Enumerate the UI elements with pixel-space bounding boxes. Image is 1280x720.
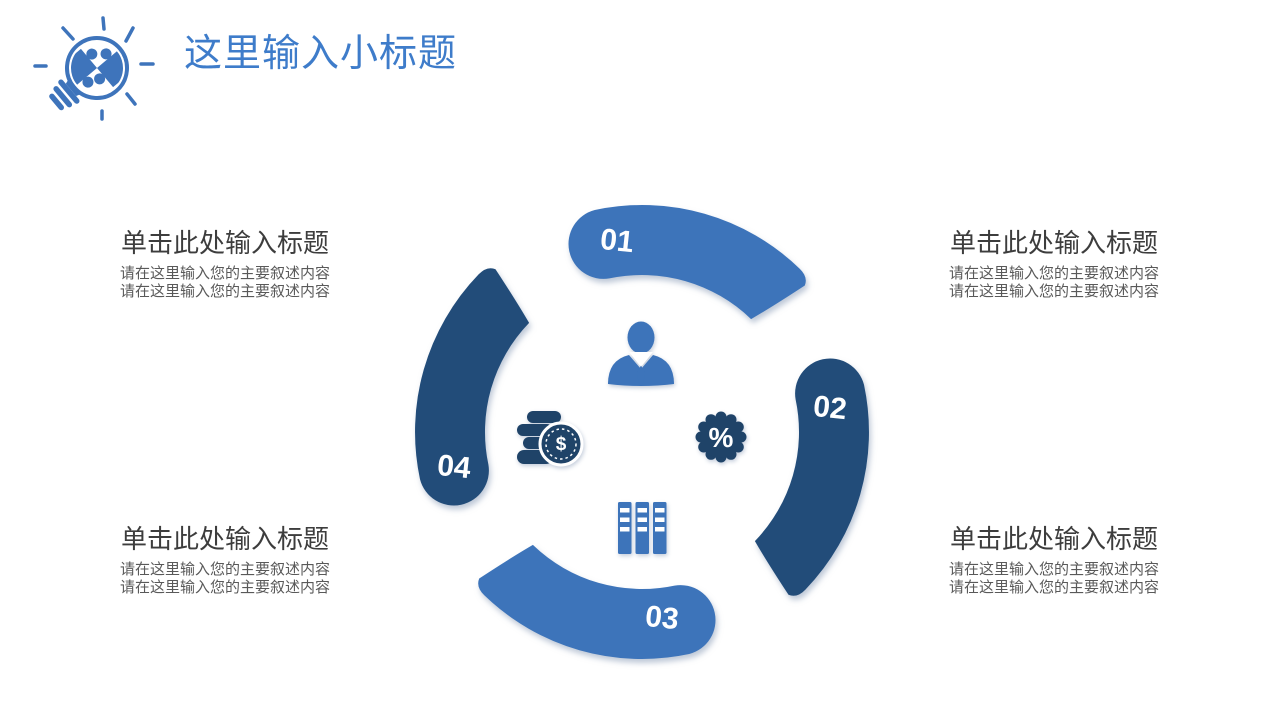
percent-symbol: % [709,422,734,453]
segment-01-label: 01 [599,223,636,259]
text-placeholder-top-right[interactable]: 单击此处输入标题 请在这里输入您的主要叙述内容 请在这里输入您的主要叙述内容 [938,229,1170,301]
percent-badge-icon: % [695,411,747,463]
lightbulb-icon [49,36,133,111]
segment-02-label: 02 [812,390,849,426]
segment-03-label: 03 [644,600,681,636]
placeholder-body-line: 请在这里输入您的主要叙述内容 [948,265,1159,282]
placeholder-heading: 单击此处输入标题 [120,228,329,258]
placeholder-body-line: 请在这里输入您的主要叙述内容 [119,283,330,300]
coins-dollar-icon: $ [517,411,584,467]
placeholder-body-line: 请在这里输入您的主要叙述内容 [119,561,330,578]
segment-03-arc[interactable] [478,544,716,659]
placeholder-heading: 单击此处输入标题 [949,524,1158,554]
placeholder-heading: 单击此处输入标题 [949,228,1158,258]
placeholder-body-line: 请在这里输入您的主要叙述内容 [948,283,1159,300]
businessman-icon [608,321,674,386]
placeholder-body-line: 请在这里输入您的主要叙述内容 [119,265,330,282]
segment-04-arc[interactable] [415,268,530,506]
text-placeholder-bottom-right[interactable]: 单击此处输入标题 请在这里输入您的主要叙述内容 请在这里输入您的主要叙述内容 [938,525,1170,597]
segment-01-arc[interactable] [568,205,806,320]
placeholder-body-line: 请在这里输入您的主要叙述内容 [948,561,1159,578]
puzzle-pieces-icon [61,48,133,88]
rays-icon [33,16,155,121]
dollar-symbol: $ [556,434,567,455]
text-placeholder-bottom-left[interactable]: 单击此处输入标题 请在这里输入您的主要叙述内容 请在这里输入您的主要叙述内容 [109,525,341,597]
slide-title-placeholder[interactable]: 这里输入小标题 [184,33,458,75]
text-placeholder-top-left[interactable]: 单击此处输入标题 请在这里输入您的主要叙述内容 请在这里输入您的主要叙述内容 [109,229,341,301]
lightbulb-puzzle-logo [33,16,155,121]
placeholder-body-line: 请在这里输入您的主要叙述内容 [948,579,1159,596]
books-icon [618,502,667,554]
placeholder-body-line: 请在这里输入您的主要叙述内容 [119,579,330,596]
placeholder-heading: 单击此处输入标题 [120,524,329,554]
bulb-screw-base-icon [49,78,82,111]
segment-04-label: 04 [436,449,473,485]
segment-02-arc[interactable] [754,358,869,596]
